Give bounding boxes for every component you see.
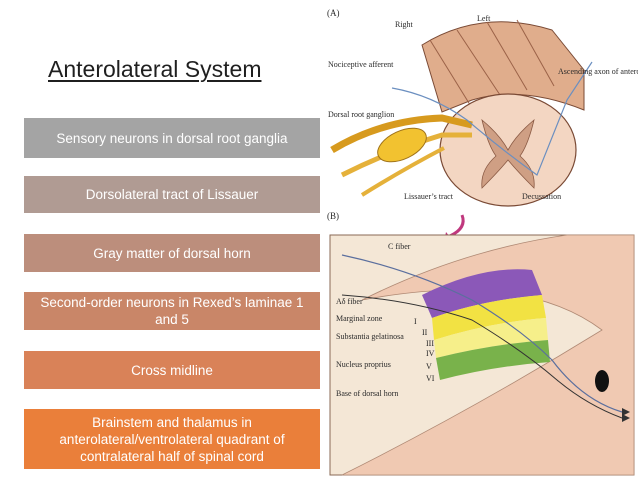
dorsal-horn-drawing <box>329 234 635 476</box>
a-delta-fiber-label: Aδ fiber <box>336 297 363 306</box>
lamina-1-label: I <box>414 317 417 326</box>
right-label: Right <box>395 20 414 29</box>
lamina-4-label: IV <box>426 349 435 358</box>
slide-title: Anterolateral System <box>48 56 262 82</box>
lissauers-tract-label: Lissauer’s tract <box>404 192 454 201</box>
panel-link-arrow <box>449 214 465 238</box>
spinal-cord-drawing <box>330 19 593 207</box>
anatomy-figure: (A) Right Left Nociceptive afferent Dors… <box>327 8 638 476</box>
nucleus-proprius-label: Nucleus proprius <box>336 360 391 369</box>
lamina-3-label: III <box>426 339 434 348</box>
flow-step-5: Cross midline <box>24 351 320 389</box>
decussation-label: Decussation <box>522 192 561 201</box>
lamina-5-label: V <box>426 362 432 371</box>
flow-step-4: Second-order neurons in Rexed’s laminae … <box>24 292 320 330</box>
left-label: Left <box>477 14 491 23</box>
lamina-2-label: II <box>422 328 428 337</box>
flow-step-1: Sensory neurons in dorsal root ganglia <box>24 118 320 158</box>
flow-step-3: Gray matter of dorsal horn <box>24 234 320 272</box>
flow-step-2: Dorsolateral tract of Lissauer <box>24 176 320 213</box>
c-fiber-label: C fiber <box>388 242 411 251</box>
panel-b-label: (B) <box>327 211 339 221</box>
nociceptive-afferent-label: Nociceptive afferent <box>328 60 394 69</box>
panel-a-label: (A) <box>327 8 340 18</box>
lamina-6-label: VI <box>426 374 435 383</box>
substantia-gelatinosa-label: Substantia gelatinosa <box>336 332 404 341</box>
base-of-dorsal-horn-label: Base of dorsal horn <box>336 389 398 398</box>
flow-step-6: Brainstem and thalamus in anterolateral/… <box>24 409 320 469</box>
ascending-axon-label: Ascending axon of anterolateral tract <box>558 67 638 76</box>
marginal-zone-label: Marginal zone <box>336 314 383 323</box>
dorsal-root-ganglion-label: Dorsal root ganglion <box>328 110 394 119</box>
